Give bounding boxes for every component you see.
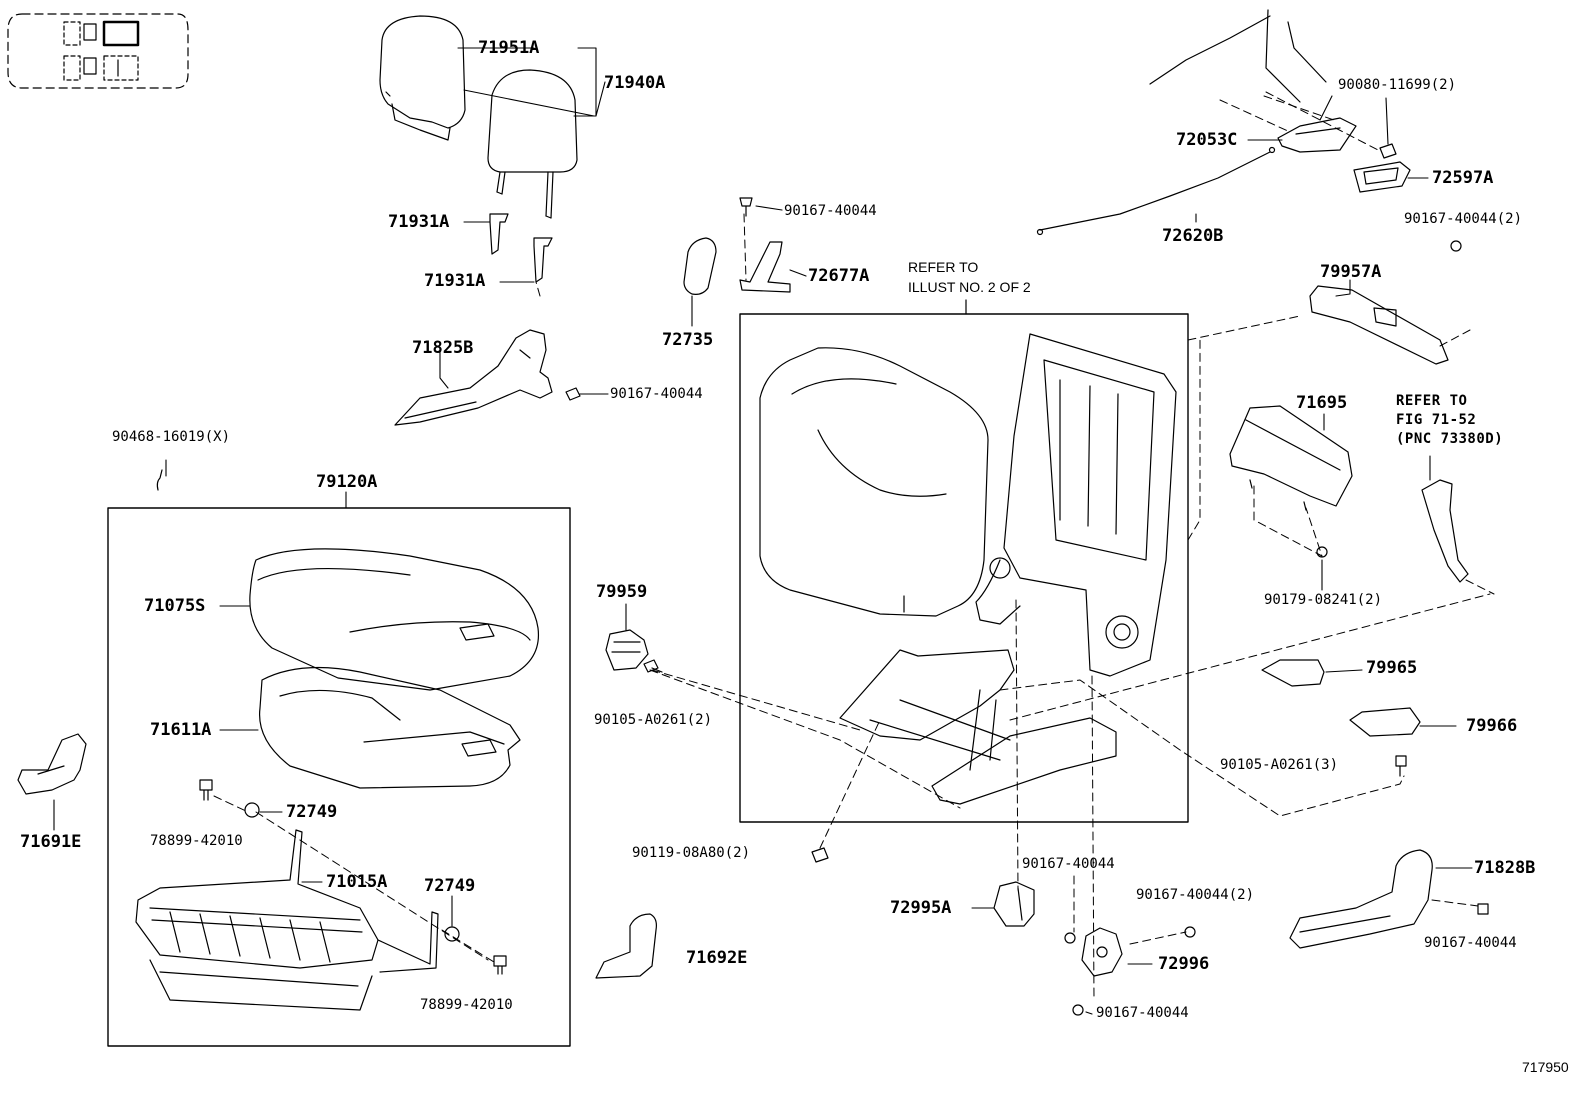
bracket-72677a-drawing <box>739 241 791 293</box>
label-71931a-lower: 71931A <box>424 271 486 291</box>
label-79957a: 79957A <box>1320 262 1382 282</box>
label-72749-lower: 72749 <box>424 876 476 896</box>
bolt-78899-a-drawing <box>199 779 213 801</box>
label-71075s: 71075S <box>144 596 206 616</box>
label-90167-40044-2-lower: 90167-40044(2) <box>1136 887 1255 903</box>
headrest-71940a-drawing <box>487 69 578 219</box>
vehicle-locator-icon <box>7 13 189 89</box>
leader-lines <box>53 47 1473 1015</box>
label-79966: 79966 <box>1466 716 1518 736</box>
label-71692e: 71692E <box>686 948 748 968</box>
label-90468-16019: 90468-16019(X) <box>112 429 231 445</box>
label-72053c: 72053C <box>1176 130 1238 150</box>
body-outline-drawing <box>1149 9 1327 103</box>
bolt-90167-c-drawing <box>1477 903 1489 915</box>
bracket-79957a-drawing <box>1309 285 1449 365</box>
label-90179-08241: 90179-08241(2) <box>1264 592 1383 608</box>
label-71940a: 71940A <box>604 73 666 93</box>
label-90167-40044-72995a: 90167-40044 <box>1022 856 1115 872</box>
label-72996: 72996 <box>1158 954 1210 974</box>
cover-72735-drawing <box>683 237 717 295</box>
label-79965: 79965 <box>1366 658 1418 678</box>
cushion-pad-71611a-drawing <box>258 666 521 789</box>
label-90080-11699: 90080-11699(2) <box>1338 77 1457 93</box>
label-90167-40044-71825b: 90167-40044 <box>610 386 703 402</box>
headrest-guide-drawing <box>489 213 553 283</box>
cover-72996-drawing <box>1081 927 1123 977</box>
cover-71692e-drawing <box>595 913 657 979</box>
label-90105-a0261-2: 90105-A0261(2) <box>594 712 713 728</box>
bezel-72597a-drawing <box>1353 161 1411 193</box>
note-refer-fig: REFER TO FIG 71-52 (PNC 73380D) <box>1396 393 1504 447</box>
label-90167-40044-bottom: 90167-40044 <box>1096 1005 1189 1021</box>
bolt-90179-drawing <box>1316 546 1328 558</box>
assembly-79120a-frame <box>107 507 571 1047</box>
label-78899-42010-upper: 78899-42010 <box>150 833 243 849</box>
label-72995a: 72995A <box>890 898 952 918</box>
label-90119-08a80: 90119-08A80(2) <box>632 845 751 861</box>
bolt-90167-2a-drawing <box>1450 240 1462 252</box>
illustration-number: 717950 <box>1522 1059 1569 1075</box>
cover-71691e-drawing <box>17 733 87 795</box>
label-72677a: 72677A <box>808 266 870 286</box>
cable-72620b-drawing <box>1036 146 1276 236</box>
label-71951a: 71951A <box>478 38 540 58</box>
bolt-90167-71825b-drawing <box>565 387 581 401</box>
seatback-cushion-drawing <box>759 347 989 617</box>
label-72735: 72735 <box>662 330 714 350</box>
label-72749-upper: 72749 <box>286 802 338 822</box>
headrest-71951a-drawing <box>379 15 466 141</box>
bolt-78899-b-drawing <box>493 955 507 975</box>
label-90167-40044-2-top: 90167-40044(2) <box>1404 211 1523 227</box>
label-71828b: 71828B <box>1474 858 1536 878</box>
nut-72749-b-drawing <box>444 926 460 942</box>
label-71611a: 71611A <box>150 720 212 740</box>
label-90105-a0261-3: 90105-A0261(3) <box>1220 757 1339 773</box>
cover-79959-drawing <box>605 629 649 671</box>
pin-90468-drawing <box>156 469 163 491</box>
bolt-90105-b-drawing <box>1395 755 1407 777</box>
label-72597a: 72597A <box>1432 168 1494 188</box>
label-79120a: 79120A <box>316 472 378 492</box>
label-90167-40044-top: 90167-40044 <box>784 203 877 219</box>
dashed-assembly-lines <box>213 91 1495 1001</box>
label-71695: 71695 <box>1296 393 1348 413</box>
nut-72749-a-drawing <box>244 802 260 818</box>
cushion-cover-71075s-drawing <box>249 548 540 691</box>
label-78899-42010-lower: 78899-42010 <box>420 997 513 1013</box>
bolt-90167-top-drawing <box>739 197 753 217</box>
bolt-90105-a-drawing <box>643 659 663 673</box>
label-72620b: 72620B <box>1162 226 1224 246</box>
label-71931a-upper: 71931A <box>388 212 450 232</box>
note-refer-illust: REFER TO ILLUST NO. 2 OF 2 <box>908 259 1031 295</box>
seatback-frame-drawing <box>975 333 1177 677</box>
cushion-frame-71015a-drawing <box>135 829 439 1011</box>
bolt-90167-d-drawing <box>1064 932 1076 944</box>
bolt-90167-e-drawing <box>1072 1004 1084 1016</box>
seatback-frame-box <box>739 313 1189 823</box>
release-lever-72053c-drawing <box>1277 117 1357 153</box>
seat-track-drawing <box>839 649 1117 805</box>
label-71825b: 71825B <box>412 338 474 358</box>
label-71691e: 71691E <box>20 832 82 852</box>
bolt-90080-drawing <box>1379 143 1397 159</box>
cover-79966-drawing <box>1349 707 1421 737</box>
label-71015a: 71015A <box>326 872 388 892</box>
cover-72995a-drawing <box>993 881 1035 927</box>
label-79959: 79959 <box>596 582 648 602</box>
cover-79965-drawing <box>1261 659 1325 687</box>
cover-71695-drawing <box>1229 405 1353 511</box>
referred-part-drawing <box>1421 479 1469 583</box>
label-90167-40044-71828b: 90167-40044 <box>1424 935 1517 951</box>
cover-71825b-drawing <box>394 329 553 426</box>
bolt-90119-drawing <box>811 847 829 863</box>
cover-71828b-drawing <box>1289 849 1433 949</box>
